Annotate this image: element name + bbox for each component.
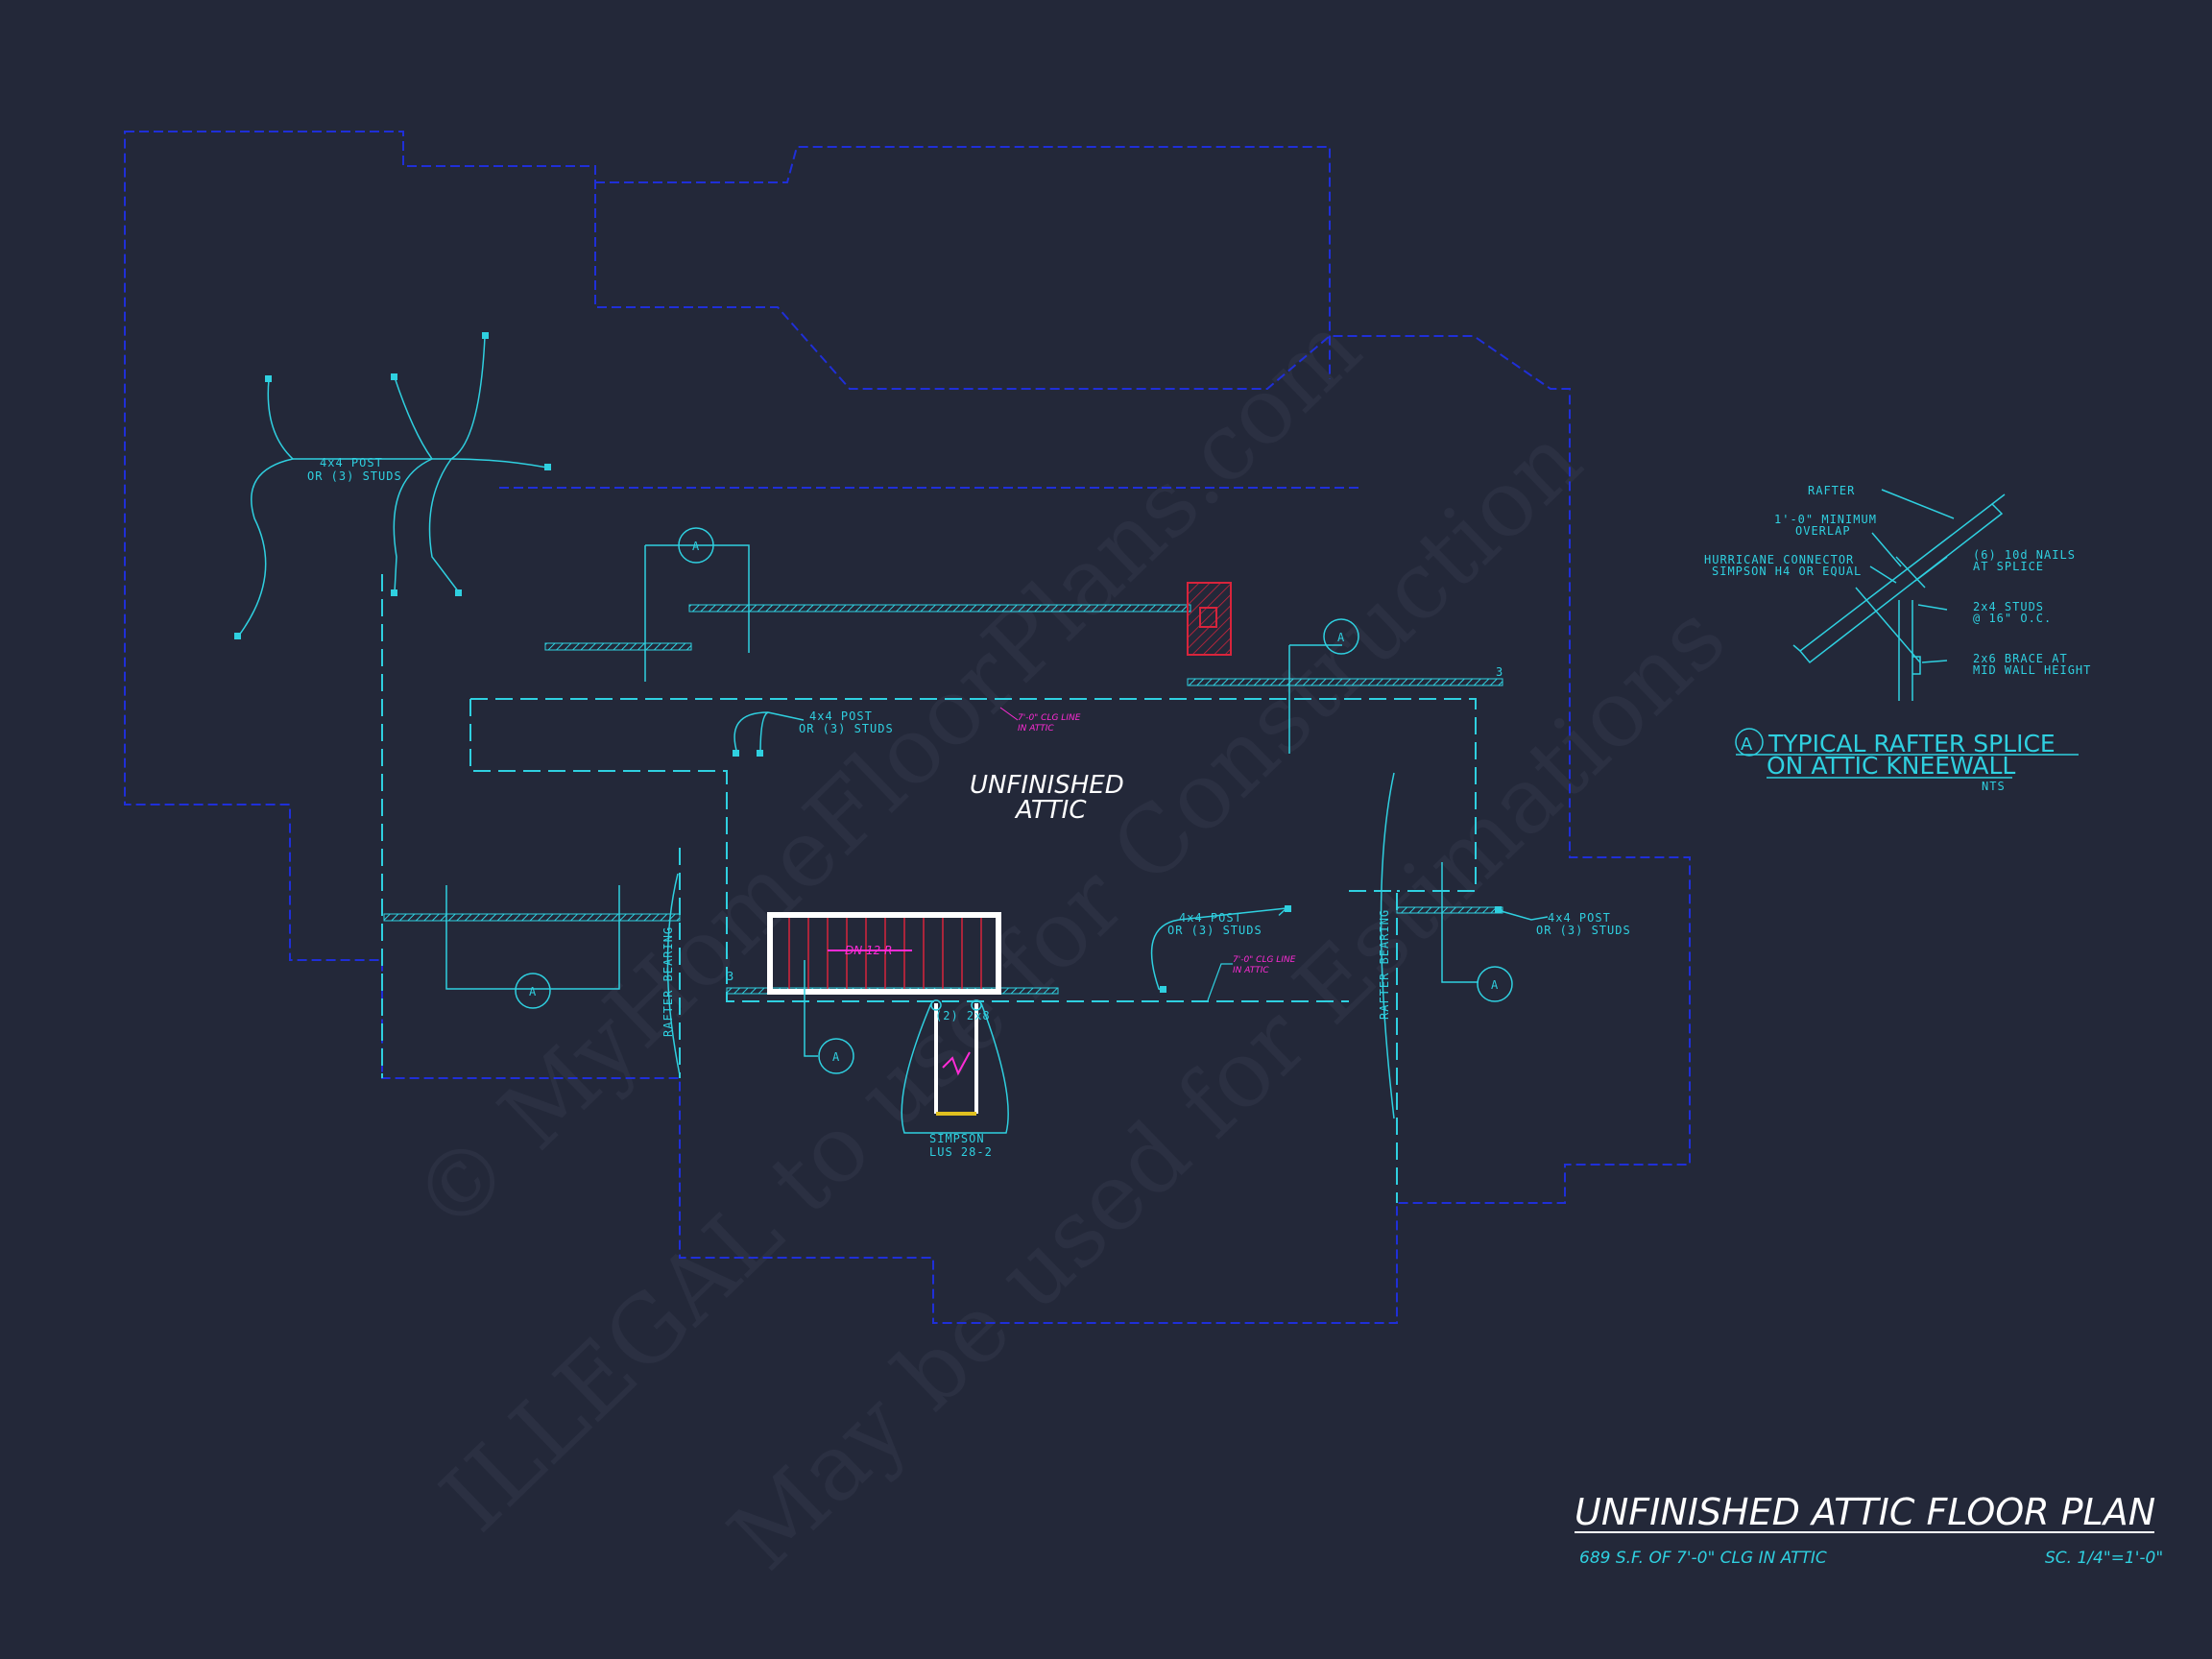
attic-access: (2) 2x8 SIMPSON LUS 28-2: [901, 999, 1009, 1159]
clg-note-1-line1: 7'-0" CLG LINE: [1018, 713, 1081, 723]
clg-upper: [470, 698, 1477, 892]
sheet-title-block: UNFINISHED ATTIC FLOOR PLAN 689 S.F. OF …: [1575, 1491, 2163, 1568]
plan-title: UNFINISHED ATTIC FLOOR PLAN: [1575, 1491, 2155, 1533]
detail-brace-1: 2x6 BRACE AT: [1973, 652, 2068, 665]
post-note-4-line2: OR (3) STUDS: [1536, 924, 1631, 937]
rafter-bearing-label-right: RAFTER BEARING: [1378, 909, 1391, 1020]
post-note-3-line2: OR (3) STUDS: [1167, 924, 1262, 937]
post-note-4-line1: 4x4 POST: [1548, 911, 1611, 925]
post-note-2-line2: OR (3) STUDS: [799, 722, 894, 735]
clg-note-2-line2: IN ATTIC: [1233, 966, 1269, 975]
plan-scale: SC. 1/4"=1'-0": [2045, 1549, 2163, 1568]
room-name-line1: UNFINISHED: [970, 771, 1124, 800]
wall-right: [1187, 678, 1503, 686]
detail-connector-1: HURRICANE CONNECTOR: [1704, 553, 1854, 566]
detail-overlap-2: OVERLAP: [1795, 524, 1851, 538]
section-marker-5: A: [832, 1050, 840, 1064]
detail-brace-2: MID WALL HEIGHT: [1973, 663, 2091, 677]
detail-scale: NTS: [1982, 780, 2006, 793]
level-marker-2: 3: [727, 970, 734, 983]
stair-label: DN 12 R: [845, 944, 892, 957]
post-group-lower-right: 4x4 POST OR (3) STUDS: [1495, 906, 1631, 937]
detail-nails-1: (6) 10d NAILS: [1973, 548, 2076, 562]
section-marker-2: A: [529, 985, 537, 998]
detail-nails-2: AT SPLICE: [1973, 560, 2044, 573]
detail-rafter: RAFTER: [1808, 484, 1855, 497]
detail-studs-2: @ 16" O.C.: [1973, 612, 2052, 625]
rafter-bearing-left: RAFTER BEARING: [661, 873, 681, 1076]
rear-outline: [595, 146, 1331, 379]
plan-area-note: 689 S.F. OF 7'-0" CLG IN ATTIC: [1579, 1549, 1827, 1568]
post-note-3-line1: 4x4 POST: [1179, 911, 1242, 925]
detail-overlap-1: 1'-0" MINIMUM: [1774, 513, 1877, 526]
section-markers: [445, 527, 1513, 1074]
rafter-bearing-label-left: RAFTER BEARING: [661, 926, 675, 1037]
detail-studs-1: 2x4 STUDS: [1973, 600, 2044, 613]
clg-right: [1349, 890, 1398, 1203]
post-note-1-line1: 4x4 POST: [320, 456, 383, 469]
wall-far-right: [1396, 906, 1503, 914]
detail-connector-2: SIMPSON H4 OR EQUAL: [1712, 565, 1862, 578]
post-note-2-line1: 4x4 POST: [809, 709, 873, 723]
rafter-splice-detail: [1792, 489, 2006, 701]
section-marker-1: A: [692, 540, 700, 553]
section-marker-labels: A A A A A: [529, 540, 1499, 1064]
room-name-line2: ATTIC: [1014, 796, 1087, 825]
simpson-note-2: LUS 28-2: [929, 1145, 993, 1159]
detail-title: A TYPICAL RAFTER SPLICE ON ATTIC KNEEWAL…: [1735, 728, 2079, 793]
header-note: (2) 2x8: [935, 1009, 991, 1022]
chimney: [1187, 582, 1232, 656]
post-group-upper-left: 4x4 POST OR (3) STUDS: [234, 332, 551, 639]
wall-top-left: [544, 642, 692, 651]
post-note-1-line2: OR (3) STUDS: [307, 469, 402, 483]
wall-left: [383, 913, 681, 922]
detail-title-line2: ON ATTIC KNEEWALL: [1767, 752, 2015, 780]
clg-left-wing: [381, 574, 681, 1078]
detail-title-line1: TYPICAL RAFTER SPLICE: [1767, 730, 2056, 757]
level-marker-1: 3: [1496, 665, 1503, 679]
section-marker-4: A: [1491, 978, 1499, 992]
clg-note-2-line1: 7'-0" CLG LINE: [1233, 955, 1296, 965]
rafter-bearing-right: RAFTER BEARING: [1378, 772, 1395, 1119]
stair: DN 12 R: [767, 912, 1001, 995]
post-group-lower-mid: 4x4 POST OR (3) STUDS: [1150, 905, 1291, 993]
clg-note-1-line2: IN ATTIC: [1018, 724, 1054, 733]
simpson-note-1: SIMPSON: [929, 1132, 985, 1145]
wall-top: [688, 604, 1191, 613]
post-group-upper-mid: 4x4 POST OR (3) STUDS: [733, 709, 894, 757]
detail-marker: A: [1741, 734, 1753, 755]
section-marker-3: A: [1337, 631, 1345, 644]
